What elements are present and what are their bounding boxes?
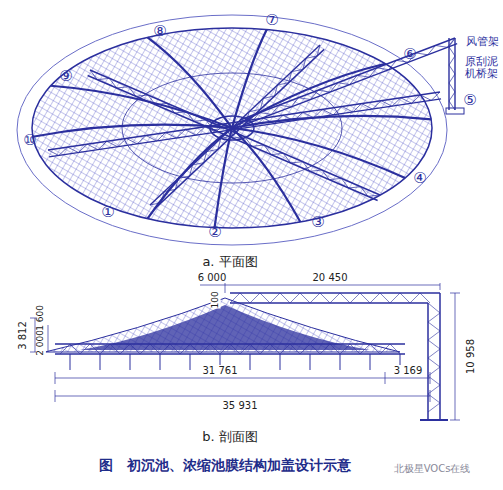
stroke [70,354,71,370]
caption: 图 初沉池、浓缩池膜结构加盖设计示意 [99,458,351,473]
dimension: 3 812 [16,321,27,350]
stroke [130,354,131,370]
stroke [49,99,441,157]
stroke [147,128,232,219]
stroke [448,38,449,110]
stroke [340,354,341,370]
dimension: 1 600 [36,305,46,331]
stroke [60,344,400,354]
stroke [100,354,101,370]
view-title: a. 平面图 [202,255,257,269]
view-title: b. 剖面图 [202,430,258,444]
dimension: 6 000 [198,272,227,283]
stroke [232,30,267,128]
stroke [160,354,161,370]
stroke [446,108,464,114]
callout-number: ⑥ [403,46,416,63]
stroke [154,49,324,209]
callout-number: ⑧ [153,23,166,40]
dimension: 35 931 [223,400,258,411]
stroke [280,354,281,370]
stroke [215,128,232,228]
callout-number: ② [208,224,221,241]
stroke [147,37,232,128]
dimension: 20 450 [313,272,348,283]
stroke [150,45,320,205]
stroke [250,354,251,370]
stroke [150,45,320,205]
stroke [449,38,455,110]
dimension: 31 761 [203,365,238,376]
callout-number: ⑤ [463,92,476,109]
stroke [48,92,440,155]
stroke [428,303,440,412]
dimension: 3 169 [394,365,423,376]
stroke [230,293,430,303]
callout-number: ⑩ [23,132,36,149]
callout-number: ⑨ [59,68,72,85]
stroke [370,354,371,370]
dimension: 100 [211,291,221,308]
watermark: 北极星VOCs在线 [394,463,471,474]
part-name: 风管架 [466,36,499,48]
callout-number: ① [101,204,114,221]
part-name: 原刮泥机桥架 [465,56,501,80]
dimension: 10 958 [465,339,476,374]
callout-number: ④ [413,170,426,187]
callout-number: ③ [311,214,324,231]
callout-number: ⑦ [265,12,278,29]
stroke [310,354,311,370]
stroke [240,38,455,122]
stroke [190,354,191,370]
stroke [240,38,455,120]
dimension: 2 000 [36,330,46,356]
